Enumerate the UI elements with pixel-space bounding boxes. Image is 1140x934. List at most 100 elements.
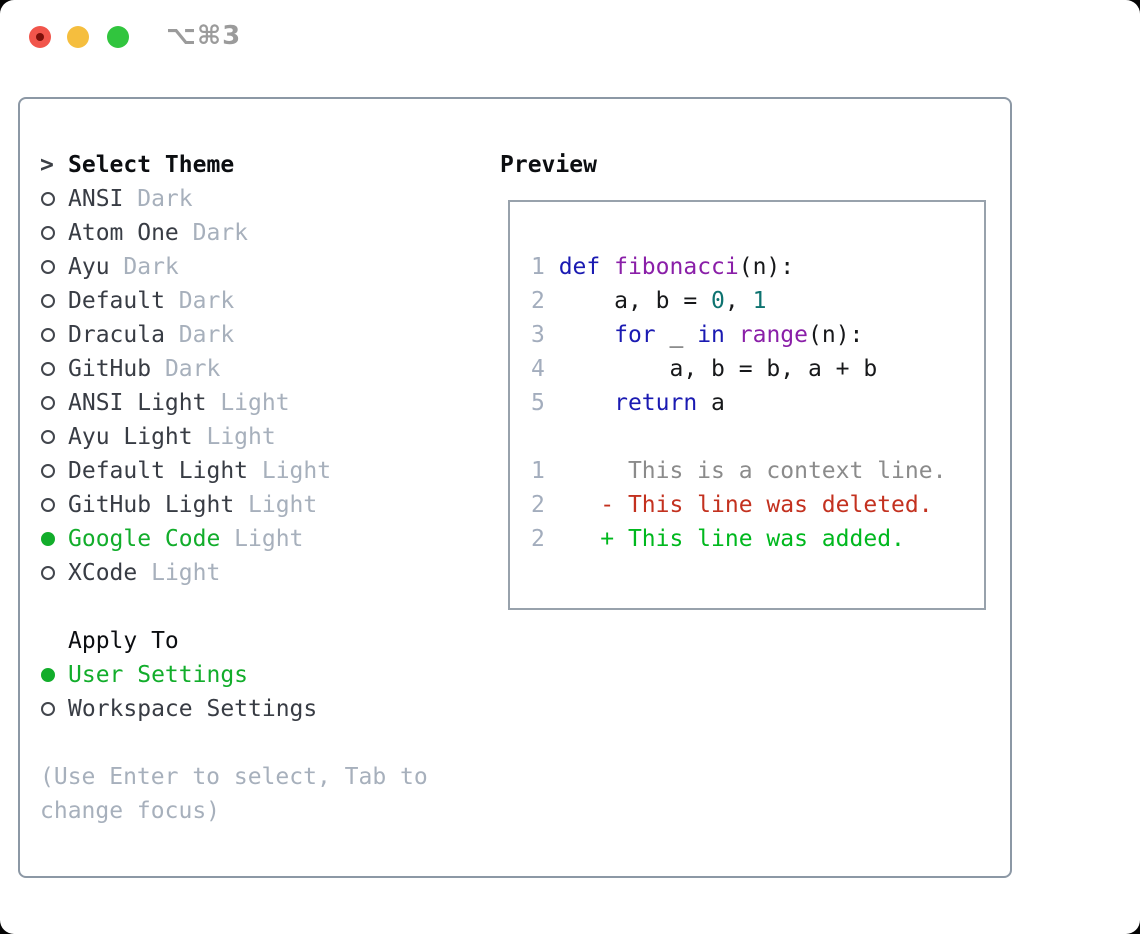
minimize-button[interactable] <box>67 26 89 48</box>
option-label: ANSI Light <box>68 390 207 416</box>
option-variant-label: Light <box>248 492 318 518</box>
token-pl: a <box>697 390 725 416</box>
token-ln: 4 <box>531 356 559 382</box>
radio-unselected-icon <box>41 226 55 240</box>
option-variant-label: Light <box>151 560 221 586</box>
radio-cell <box>40 522 68 556</box>
radio-unselected-icon <box>41 702 55 716</box>
token-ln: 2 <box>531 492 559 518</box>
option-label: Workspace Settings <box>68 696 318 722</box>
option-label: Google Code <box>68 526 221 552</box>
token-pl: (n): <box>808 322 864 348</box>
apply-to-header: Apply To <box>40 624 500 658</box>
option-variant-label: Dark <box>178 322 235 348</box>
option-variant-label: Dark <box>178 288 235 314</box>
window-title: ⌥⌘3 <box>166 21 242 51</box>
close-button[interactable] <box>29 26 51 48</box>
token-ln: 3 <box>531 322 559 348</box>
select-theme-title: Select Theme <box>68 152 235 178</box>
token-pl <box>725 322 739 348</box>
theme-option[interactable]: Default Light Light <box>40 454 500 488</box>
token-ln: 5 <box>531 390 559 416</box>
option-label: Default Light <box>68 458 249 484</box>
apply-to-option[interactable]: User Settings <box>40 658 500 692</box>
preview-line <box>531 420 984 454</box>
hint-line-2: change focus) <box>40 798 221 824</box>
token-fn: range <box>738 322 808 348</box>
option-label: Atom One <box>68 220 179 246</box>
token-kw: return <box>614 390 698 416</box>
token-pl <box>559 492 601 518</box>
titlebar: ⌥⌘3 <box>0 0 1140 97</box>
theme-option[interactable]: Dracula Dark <box>40 318 500 352</box>
preview-column: Preview 1 def fibonacci(n):2 a, b = 0, 1… <box>500 148 986 610</box>
apply-to-title: Apply To <box>68 628 179 654</box>
theme-option[interactable]: Ayu Light Light <box>40 420 500 454</box>
token-pl: , <box>724 288 753 314</box>
token-kw: for <box>614 322 656 348</box>
radio-unselected-icon <box>41 362 55 376</box>
token-pl: _ <box>655 322 698 348</box>
theme-option[interactable]: Default Dark <box>40 284 500 318</box>
radio-cell <box>40 182 68 216</box>
radio-cell <box>40 318 68 352</box>
radio-cell <box>40 556 68 590</box>
option-label: ANSI <box>68 186 124 212</box>
option-variant-label: Dark <box>164 356 221 382</box>
theme-option[interactable]: GitHub Light Light <box>40 488 500 522</box>
token-ln: 1 <box>531 254 559 280</box>
token-ctx: This is a context line. <box>558 458 947 484</box>
option-variant-label: Light <box>206 424 276 450</box>
option-variant-label: Dark <box>137 186 193 212</box>
preview-line: 2 a, b = 0, 1 <box>531 284 984 318</box>
option-variant-label: Light <box>220 390 290 416</box>
radio-unselected-icon <box>41 566 55 580</box>
radio-unselected-icon <box>41 430 55 444</box>
option-variant-label: Light <box>261 458 332 484</box>
token-add: + This line was added. <box>600 526 905 552</box>
option-label: Ayu Light <box>68 424 193 450</box>
apply-to-option[interactable]: Workspace Settings <box>40 692 500 726</box>
radio-cell <box>40 216 68 250</box>
radio-unselected-icon <box>41 498 55 512</box>
preview-line: 3 for _ in range(n): <box>531 318 984 352</box>
theme-option[interactable]: XCode Light <box>40 556 500 590</box>
theme-option[interactable]: Atom One Dark <box>40 216 500 250</box>
token-lit: 1 <box>752 288 767 314</box>
active-dot-icon <box>36 33 44 41</box>
radio-selected-icon <box>41 668 55 682</box>
radio-cell <box>40 284 68 318</box>
radio-cell <box>40 658 68 692</box>
token-lit: 0 <box>711 288 725 314</box>
token-pl: (n): <box>738 254 795 280</box>
option-label: XCode <box>68 560 138 586</box>
token-del: - This line was deleted. <box>600 492 933 518</box>
option-variant-label: Dark <box>192 220 249 246</box>
radio-selected-icon <box>41 532 55 546</box>
option-label: Default <box>68 288 165 314</box>
radio-cell <box>40 386 68 420</box>
theme-option[interactable]: ANSI Light Light <box>40 386 500 420</box>
preview-line: 1 This is a context line. <box>531 454 984 488</box>
token-pl: a, b = b, a + b <box>558 356 878 382</box>
preview-line: 2 - This line was deleted. <box>531 488 984 522</box>
theme-option[interactable]: ANSI Dark <box>40 182 500 216</box>
radio-cell <box>40 454 68 488</box>
token-pl: a, b = <box>558 288 712 314</box>
radio-cell <box>40 692 68 726</box>
preview-line: 1 def fibonacci(n): <box>531 250 984 284</box>
radio-unselected-icon <box>41 396 55 410</box>
option-label: Dracula <box>68 322 165 348</box>
option-label: GitHub Light <box>68 492 235 518</box>
zoom-button[interactable] <box>107 26 129 48</box>
preview-title: Preview <box>500 152 597 178</box>
radio-cell <box>40 420 68 454</box>
spacer <box>40 726 500 760</box>
radio-unselected-icon <box>41 260 55 274</box>
